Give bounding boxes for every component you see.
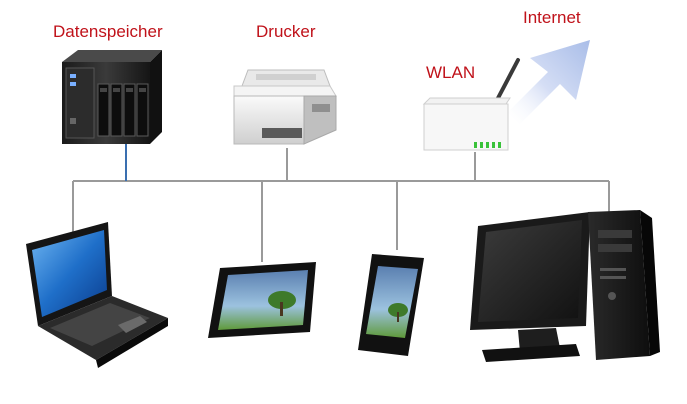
tablet-icon (208, 262, 316, 338)
smartphone-icon (358, 254, 424, 356)
laptop-icon (26, 222, 168, 368)
printer-icon (233, 69, 337, 145)
storage-label: Datenspeicher (53, 22, 163, 41)
printer-label: Drucker (256, 22, 316, 41)
desktop-pc-icon (470, 210, 660, 362)
nas-storage-icon (62, 50, 162, 144)
network-bus-lines (72, 148, 610, 262)
wlan-label: WLAN (426, 63, 476, 82)
internet-label: Internet (523, 8, 581, 27)
internet-arrow-icon (508, 40, 590, 124)
wlan-router-icon (422, 58, 520, 151)
